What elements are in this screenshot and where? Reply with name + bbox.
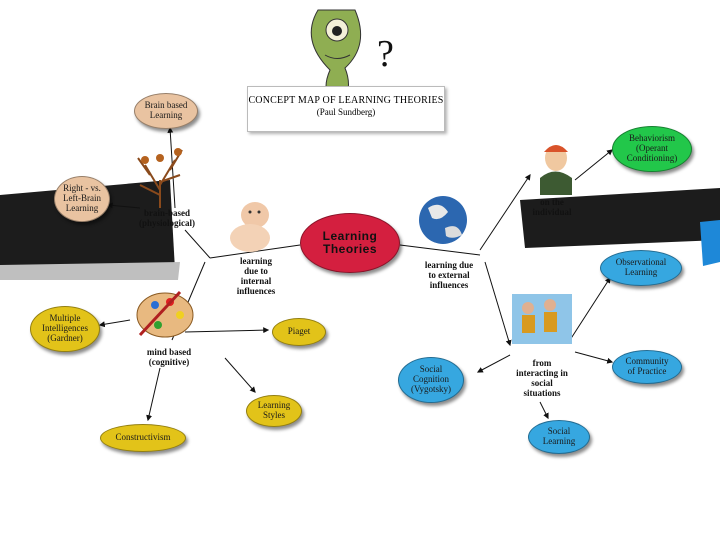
line-individual-to-behaviorism (574, 149, 613, 181)
globe-icon (419, 196, 467, 244)
line-mind-to-styles (224, 357, 256, 393)
palette-icon (136, 290, 194, 338)
children-icon (512, 294, 572, 344)
node-learning-styles[interactable]: Learning Styles (246, 395, 302, 427)
line-social-to-cognition (476, 354, 511, 373)
node-social-cognition[interactable]: Social Cognition (Vygotsky) (398, 357, 464, 403)
line-external-to-individual (479, 174, 531, 251)
label-interacting-social: from interacting in social situations (516, 358, 568, 399)
person-icon (540, 145, 572, 195)
line-mind-to-constructivism (146, 367, 161, 422)
title-box: CONCEPT MAP OF LEARNING THEORIES (Paul S… (247, 86, 445, 132)
central-node-learning-theories[interactable]: Learning Theories (300, 213, 400, 273)
label-brain-based-physiological: brain-based (physiological) (138, 208, 195, 229)
line-internal-brain (184, 229, 211, 259)
baby-icon (230, 202, 270, 252)
map-title: CONCEPT MAP OF LEARNING THEORIES (248, 95, 444, 106)
line-social-to-observational (569, 276, 611, 341)
node-behaviorism[interactable]: Behaviorism (Operant Conditioning) (612, 126, 692, 172)
label-on-the-individual: on the individual (532, 197, 572, 218)
line-center-external (399, 244, 481, 256)
question-mark: ? (377, 33, 394, 75)
line-mind-to-piaget (184, 327, 270, 334)
line-brainbased-to-rightleft (106, 202, 141, 209)
node-community-of-practice[interactable]: Community of Practice (612, 350, 682, 384)
line-external-to-social (484, 261, 512, 347)
tree-icon (137, 148, 183, 208)
line-social-to-sociallearning (539, 401, 549, 420)
node-observational-learning[interactable]: Observational Learning (600, 250, 682, 286)
line-brainbased-to-brainlearning (167, 126, 176, 209)
node-constructivism[interactable]: Constructivism (100, 424, 186, 452)
node-piaget[interactable]: Piaget (272, 318, 326, 346)
line-social-to-community (574, 351, 614, 364)
label-mind-based-cognitive: mind based (cognitive) (146, 347, 192, 368)
node-social-learning[interactable]: Social Learning (528, 420, 590, 454)
node-multiple-intelligences[interactable]: Multiple Intelligences (Gardner) (30, 306, 100, 352)
map-author: (Paul Sundberg) (316, 107, 376, 117)
node-right-left-brain[interactable]: Right - vs. Left-Brain Learning (54, 176, 110, 222)
label-internal-influences: learning due to internal influences (236, 256, 276, 297)
alien-icon (310, 9, 362, 101)
label-external-influences: learning due to external influences (424, 260, 474, 291)
node-brain-based-learning[interactable]: Brain based Learning (134, 93, 198, 129)
line-mind-to-mi (98, 319, 131, 328)
